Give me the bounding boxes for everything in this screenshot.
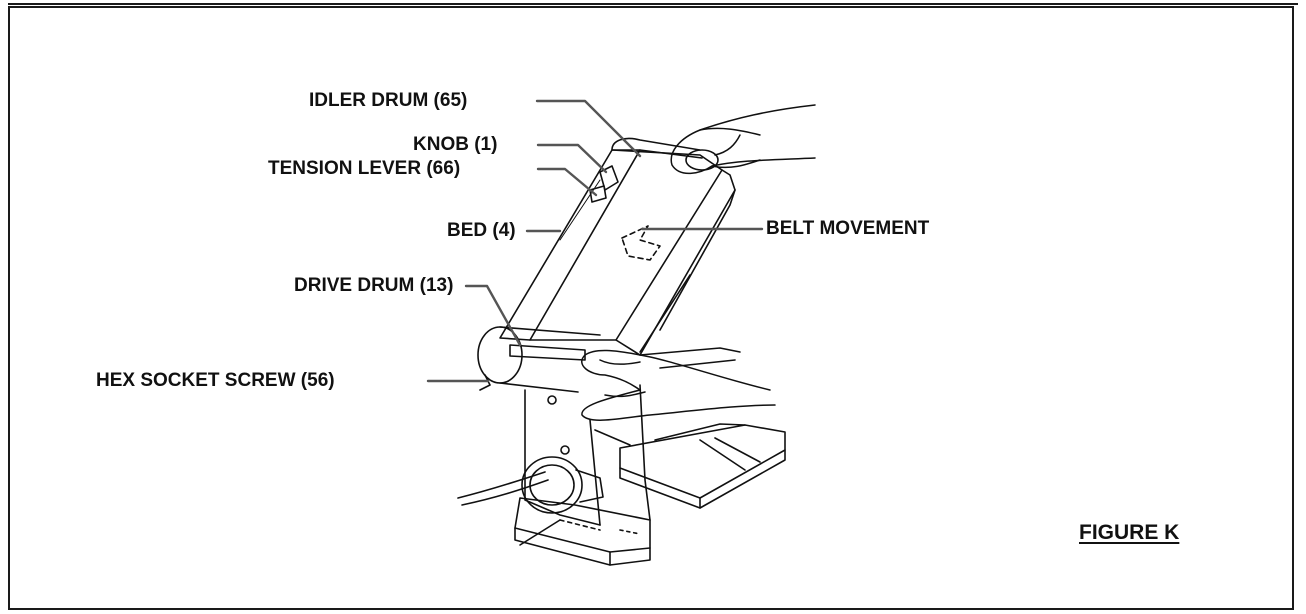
frame-top-rule [8, 3, 1298, 5]
label-drive-drum: DRIVE DRUM (13) [294, 275, 454, 296]
belt-movement-arrow [621, 225, 661, 261]
figure-caption: FIGURE K [1079, 521, 1180, 544]
label-tension-lever: TENSION LEVER (66) [268, 158, 461, 179]
tension-lever-shape [589, 185, 607, 203]
upper-hand [670, 104, 816, 175]
label-belt-movement: BELT MOVEMENT [766, 218, 930, 239]
figure-frame [8, 6, 1294, 610]
leader-tension-lever [536, 167, 598, 197]
leader-knob [536, 143, 608, 174]
leader-lines [426, 99, 764, 383]
power-cord [457, 471, 549, 506]
leader-idler-drum [535, 99, 642, 158]
label-bed: BED (4) [447, 220, 516, 241]
sanding-bed [499, 149, 736, 356]
knob-shape [599, 165, 619, 191]
label-hex-socket-screw: HEX SOCKET SCREW (56) [96, 370, 335, 391]
label-idler-drum: IDLER DRUM (65) [309, 90, 468, 111]
dust-port [521, 456, 604, 514]
idler-drum [589, 137, 719, 203]
label-knob: KNOB (1) [413, 134, 498, 155]
work-table [519, 347, 786, 546]
leader-drive-drum [464, 284, 522, 347]
drive-drum [477, 326, 601, 393]
lower-hand [581, 349, 776, 421]
